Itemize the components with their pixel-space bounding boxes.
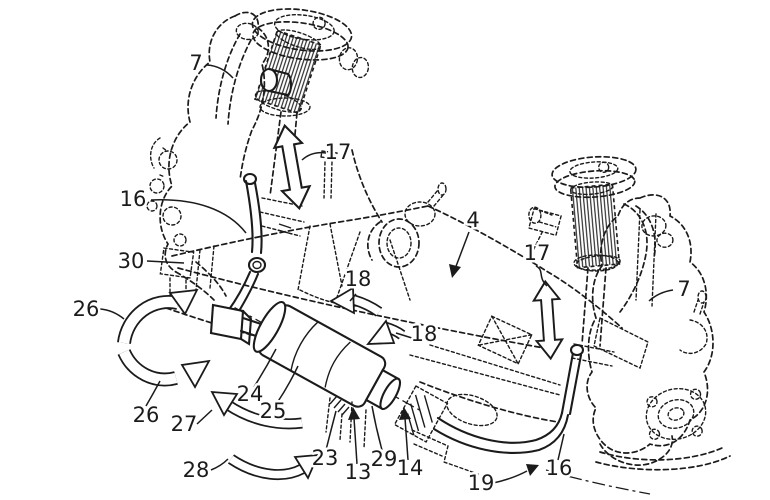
callout-17-right: 17 xyxy=(524,241,551,265)
wheel-hub-flange xyxy=(645,387,707,441)
callout-7-right: 7 xyxy=(677,277,690,301)
rotation-arrow-28 xyxy=(227,453,320,480)
callout-13: 13 xyxy=(345,460,372,484)
leader-23 xyxy=(325,410,337,451)
callout-28: 28 xyxy=(183,458,210,482)
leader-18-upper xyxy=(349,293,357,302)
arrowhead-14 xyxy=(399,407,411,420)
callout-24: 24 xyxy=(237,382,264,406)
roll-rotation-ring xyxy=(117,288,211,389)
leader-30 xyxy=(146,260,185,264)
right-strut-assembly xyxy=(528,155,731,471)
actuator-housing xyxy=(234,300,421,411)
leader-18-lower xyxy=(395,332,413,339)
stroke-travel-arrow-left xyxy=(269,122,315,212)
rotation-arrow-27 xyxy=(210,390,303,430)
callout-14: 14 xyxy=(397,456,424,480)
arrowhead-4 xyxy=(449,264,461,278)
leader-7-right xyxy=(648,289,674,302)
callout-18-upper: 18 xyxy=(345,267,372,291)
leader-16-left xyxy=(150,199,247,234)
leader-4 xyxy=(454,231,470,270)
right-spring-seat xyxy=(573,254,619,272)
arrowhead-19 xyxy=(526,464,539,476)
stabilizer-bar-right xyxy=(432,411,570,454)
actuator-mount-pad xyxy=(325,395,367,449)
callout-18-lower: 18 xyxy=(411,322,438,346)
leader-24 xyxy=(253,348,277,388)
leader-14 xyxy=(404,417,409,461)
leader-27 xyxy=(196,409,213,425)
leader-17-right xyxy=(535,265,548,287)
active-stabilizer-assembly xyxy=(209,172,585,454)
left-strut-assembly xyxy=(146,8,370,301)
vehicle-centerline xyxy=(545,469,651,495)
upper-right-bracket xyxy=(528,207,562,251)
callout-7-left: 7 xyxy=(189,51,202,75)
engine-mount xyxy=(351,149,447,268)
callout-25: 25 xyxy=(260,399,287,423)
callout-26-lower: 26 xyxy=(133,403,160,427)
leader-17-left xyxy=(301,151,327,161)
strut-bolt xyxy=(320,150,338,199)
callout-leaders xyxy=(99,64,674,484)
callout-30: 30 xyxy=(118,249,145,273)
right-lower-arm xyxy=(595,447,731,471)
callout-29: 29 xyxy=(371,447,398,471)
callout-23: 23 xyxy=(312,446,339,470)
callout-16-right: 16 xyxy=(546,456,573,480)
left-coil-spring xyxy=(253,29,323,115)
callout-27: 27 xyxy=(171,412,198,436)
callout-26-upper: 26 xyxy=(73,297,100,321)
right-stabilizer-link xyxy=(560,343,585,416)
leader-19 xyxy=(492,470,528,484)
left-knuckle xyxy=(146,11,270,301)
leader-7-left xyxy=(206,64,234,79)
leader-29 xyxy=(371,405,383,451)
right-strut-bracket xyxy=(571,343,615,367)
left-spring-seat xyxy=(259,97,311,117)
bar-twist-arrow-upper xyxy=(329,286,383,317)
leader-26-upper xyxy=(99,308,125,320)
callout-16-left: 16 xyxy=(120,187,147,211)
leader-28 xyxy=(210,458,229,471)
callout-19: 19 xyxy=(468,471,495,495)
leader-26-lower xyxy=(145,380,161,407)
callout-4: 4 xyxy=(466,208,479,232)
leader-13 xyxy=(353,417,358,465)
right-knuckle xyxy=(586,194,714,466)
right-strut-tube xyxy=(581,267,607,347)
bar-bracket xyxy=(393,385,449,443)
right-subframe-mount xyxy=(477,315,533,365)
motion-arrows xyxy=(117,122,565,480)
leader-25 xyxy=(276,365,299,404)
arrowhead-13 xyxy=(348,407,360,420)
leader-16-right xyxy=(557,433,565,461)
callout-17-left: 17 xyxy=(325,140,352,164)
left-stabilizer-link xyxy=(226,172,267,318)
right-coil-spring xyxy=(569,181,621,271)
